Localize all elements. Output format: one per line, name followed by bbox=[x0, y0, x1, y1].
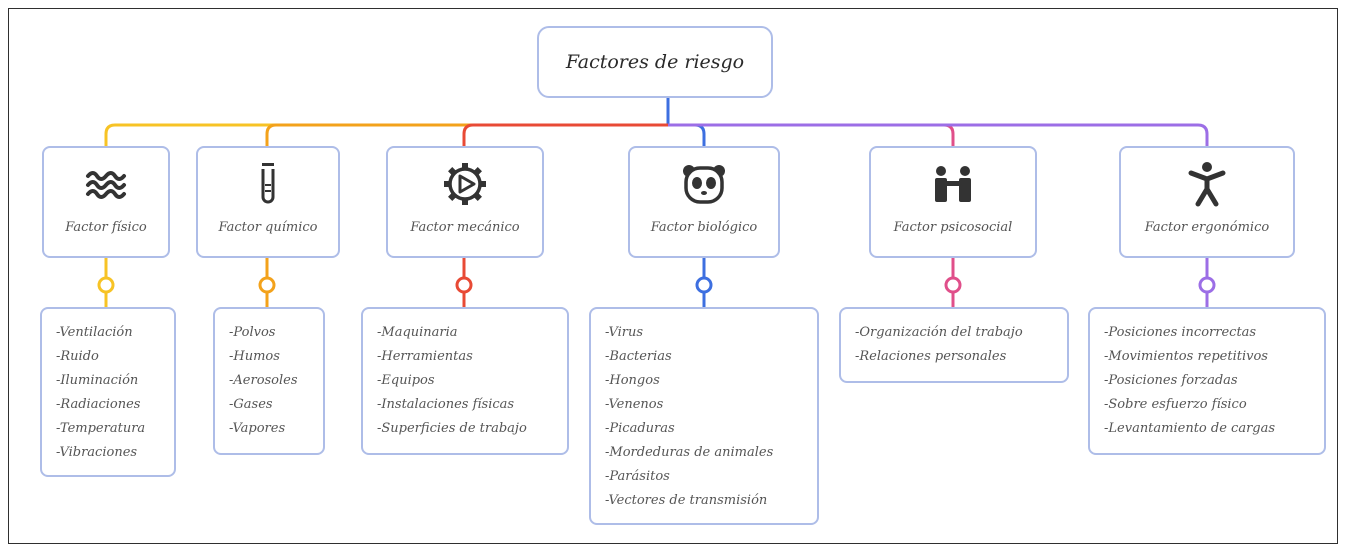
list-item: -Superficies de trabajo bbox=[377, 421, 527, 436]
list-item: -Vapores bbox=[229, 421, 286, 436]
root-title: Factores de riesgo bbox=[565, 51, 745, 73]
list-item: -Posiciones forzadas bbox=[1104, 373, 1238, 388]
list-item: -Picaduras bbox=[605, 421, 675, 436]
factor-fisico-node: Factor físico bbox=[42, 146, 170, 258]
list-item: -Temperatura bbox=[56, 421, 146, 436]
list-item: -Relaciones personales bbox=[855, 349, 1007, 364]
list-item: -Radiaciones bbox=[56, 397, 141, 412]
list-item: -Sobre esfuerzo físico bbox=[1104, 397, 1247, 412]
factor-mecanico-node: Factor mecánico bbox=[386, 146, 544, 258]
list-item: -Hongos bbox=[605, 373, 660, 388]
list-item: -Maquinaria bbox=[377, 325, 458, 340]
list-item: -Aerosoles bbox=[229, 373, 298, 388]
list-item: -Vibraciones bbox=[56, 445, 138, 460]
factor-label: Factor psicosocial bbox=[893, 220, 1013, 235]
factor-label: Factor biológico bbox=[650, 220, 758, 235]
list-item: -Herramientas bbox=[377, 349, 473, 364]
list-item: -Posiciones incorrectas bbox=[1104, 325, 1257, 340]
factor-label: Factor químico bbox=[218, 220, 318, 235]
list-psicosocial: -Organización del trabajo -Relaciones pe… bbox=[839, 307, 1069, 383]
factor-label: Factor físico bbox=[65, 220, 147, 235]
person-stretch-icon bbox=[1183, 160, 1231, 208]
list-item: -Parásitos bbox=[605, 469, 670, 484]
factor-psicosocial-node: Factor psicosocial bbox=[869, 146, 1037, 258]
list-biologico: -Virus -Bacterias -Hongos -Venenos -Pica… bbox=[589, 307, 819, 525]
list-item: -Virus bbox=[605, 325, 644, 340]
list-item: -Iluminación bbox=[56, 373, 139, 388]
list-item: -Mordeduras de animales bbox=[605, 445, 774, 460]
list-item: -Vectores de transmisión bbox=[605, 493, 768, 508]
list-mecanico: -Maquinaria -Herramientas -Equipos -Inst… bbox=[361, 307, 569, 455]
list-ergonomico: -Posiciones incorrectas -Movimientos rep… bbox=[1088, 307, 1326, 455]
list-item: -Ruido bbox=[56, 349, 99, 364]
list-item: -Organización del trabajo bbox=[855, 325, 1023, 340]
factor-biologico-node: Factor biológico bbox=[628, 146, 780, 258]
water-waves-icon bbox=[82, 160, 130, 208]
factor-ergonomico-node: Factor ergonómico bbox=[1119, 146, 1295, 258]
list-item: -Gases bbox=[229, 397, 273, 412]
factor-label: Factor mecánico bbox=[410, 220, 520, 235]
list-item: -Movimientos repetitivos bbox=[1104, 349, 1268, 364]
list-fisico: -Ventilación -Ruido -Iluminación -Radiac… bbox=[40, 307, 176, 477]
factor-quimico-node: Factor químico bbox=[196, 146, 340, 258]
list-item: -Instalaciones físicas bbox=[377, 397, 515, 412]
list-quimico: -Polvos -Humos -Aerosoles -Gases -Vapore… bbox=[213, 307, 325, 455]
list-item: -Bacterias bbox=[605, 349, 672, 364]
root-node: Factores de riesgo bbox=[537, 26, 773, 98]
factor-label: Factor ergonómico bbox=[1144, 220, 1270, 235]
list-item: -Ventilación bbox=[56, 325, 133, 340]
people-meeting-icon bbox=[929, 160, 977, 208]
list-item: -Polvos bbox=[229, 325, 276, 340]
list-item: -Venenos bbox=[605, 397, 664, 412]
list-item: -Humos bbox=[229, 349, 280, 364]
list-item: -Levantamiento de cargas bbox=[1104, 421, 1276, 436]
gear-play-icon bbox=[441, 160, 489, 208]
test-tube-icon bbox=[244, 160, 292, 208]
panda-face-icon bbox=[680, 160, 728, 208]
list-item: -Equipos bbox=[377, 373, 435, 388]
